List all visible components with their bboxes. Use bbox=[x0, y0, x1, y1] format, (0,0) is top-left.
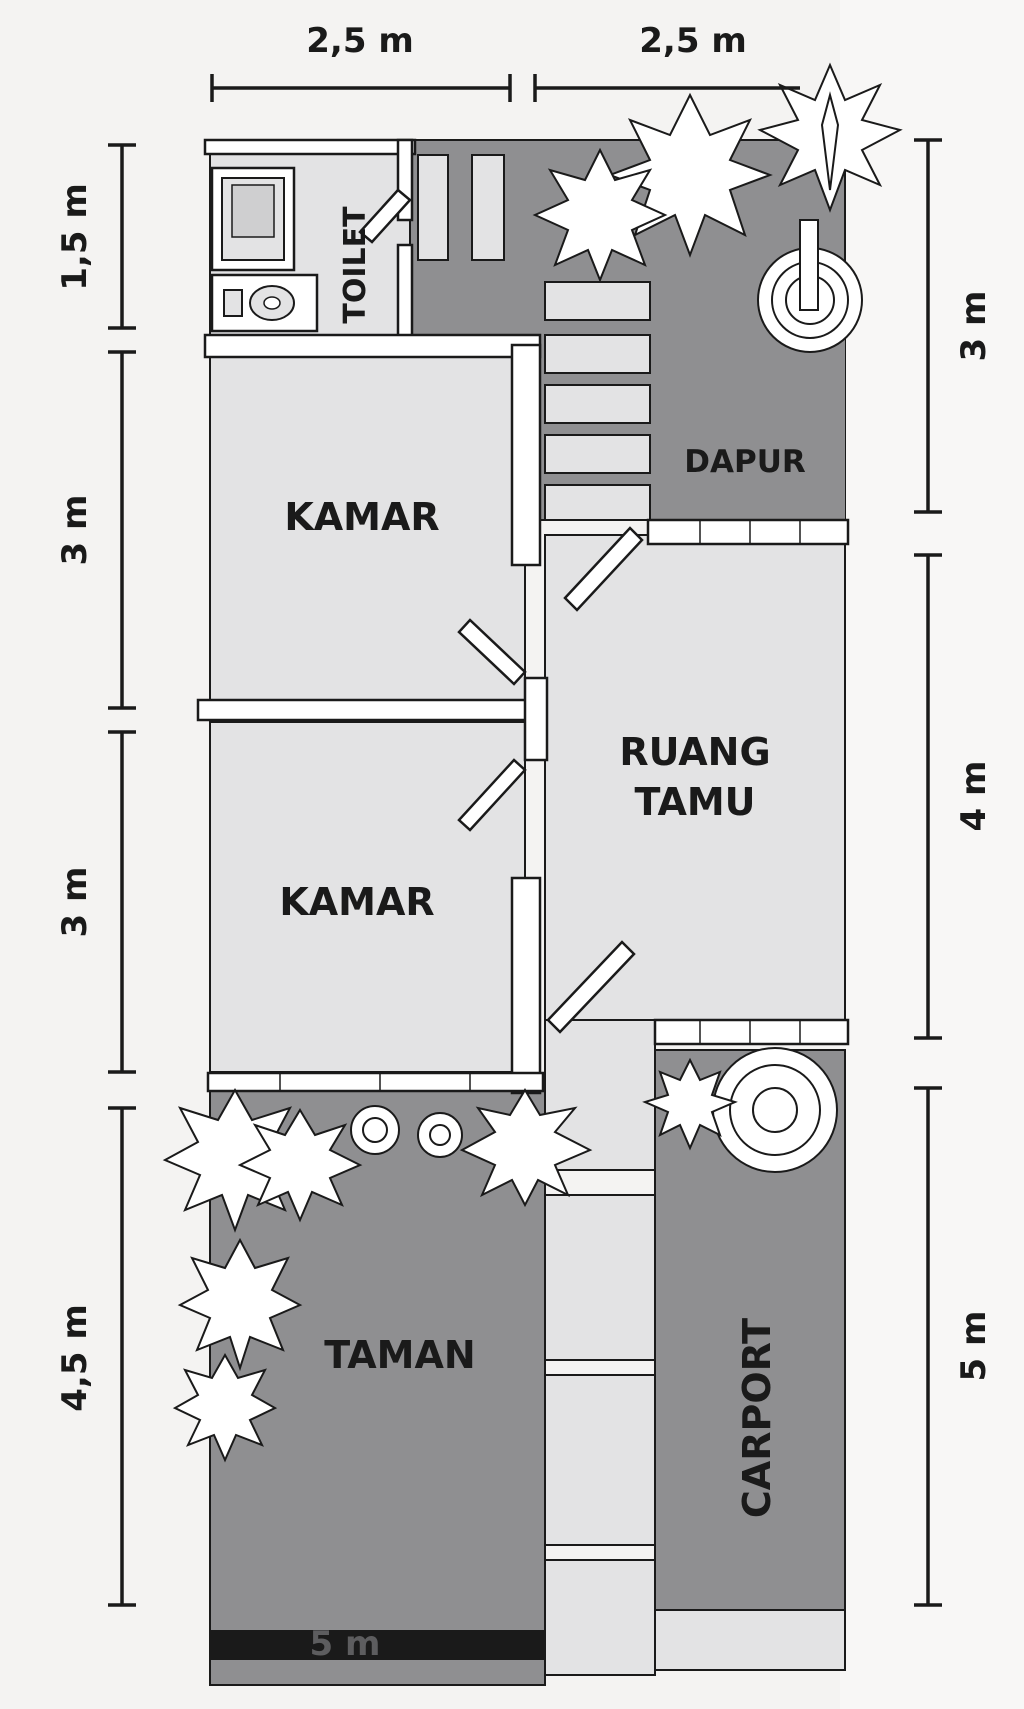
dim-left-1: 1,5 m bbox=[55, 183, 95, 291]
dim-right-2: 4 m bbox=[954, 761, 994, 832]
dim-right-1: 3 m bbox=[954, 291, 994, 362]
dim-top-left: 2,5 m bbox=[306, 21, 414, 61]
label-ruang-tamu-1: RUANG bbox=[619, 730, 770, 774]
dim-left-3: 3 m bbox=[55, 867, 95, 938]
dim-bottom: 5 m bbox=[310, 1624, 381, 1664]
plant-icon bbox=[162, 62, 903, 1463]
carport-path bbox=[544, 1194, 656, 1676]
kitchen-stepping-stones bbox=[417, 154, 651, 521]
kamar-bottom-room bbox=[209, 721, 526, 1073]
label-ruang-tamu-2: TAMU bbox=[634, 780, 755, 824]
ruang-tamu-room bbox=[544, 534, 846, 1021]
window-segments bbox=[279, 520, 801, 1091]
doors bbox=[358, 188, 644, 1034]
dim-top-right: 2,5 m bbox=[639, 21, 747, 61]
label-dapur: DAPUR bbox=[684, 444, 806, 480]
background-window-glow bbox=[840, 0, 1024, 1709]
label-toilet: TOILET bbox=[338, 206, 373, 324]
label-kamar-top: KAMAR bbox=[284, 495, 439, 539]
carport-apron bbox=[654, 1609, 846, 1671]
dim-right-3: 5 m bbox=[954, 1311, 994, 1382]
dimension-lines bbox=[108, 74, 942, 1607]
front-fence bbox=[210, 1630, 545, 1660]
label-carport: CARPORT bbox=[735, 1318, 779, 1518]
dim-left-4: 4,5 m bbox=[55, 1304, 95, 1412]
walls bbox=[196, 138, 850, 1095]
bathtub-icon bbox=[210, 166, 296, 272]
label-kamar-bottom: KAMAR bbox=[279, 880, 434, 924]
label-taman: TAMAN bbox=[324, 1333, 475, 1377]
squat-toilet-icon bbox=[210, 273, 319, 333]
dim-left-2: 3 m bbox=[55, 495, 95, 566]
